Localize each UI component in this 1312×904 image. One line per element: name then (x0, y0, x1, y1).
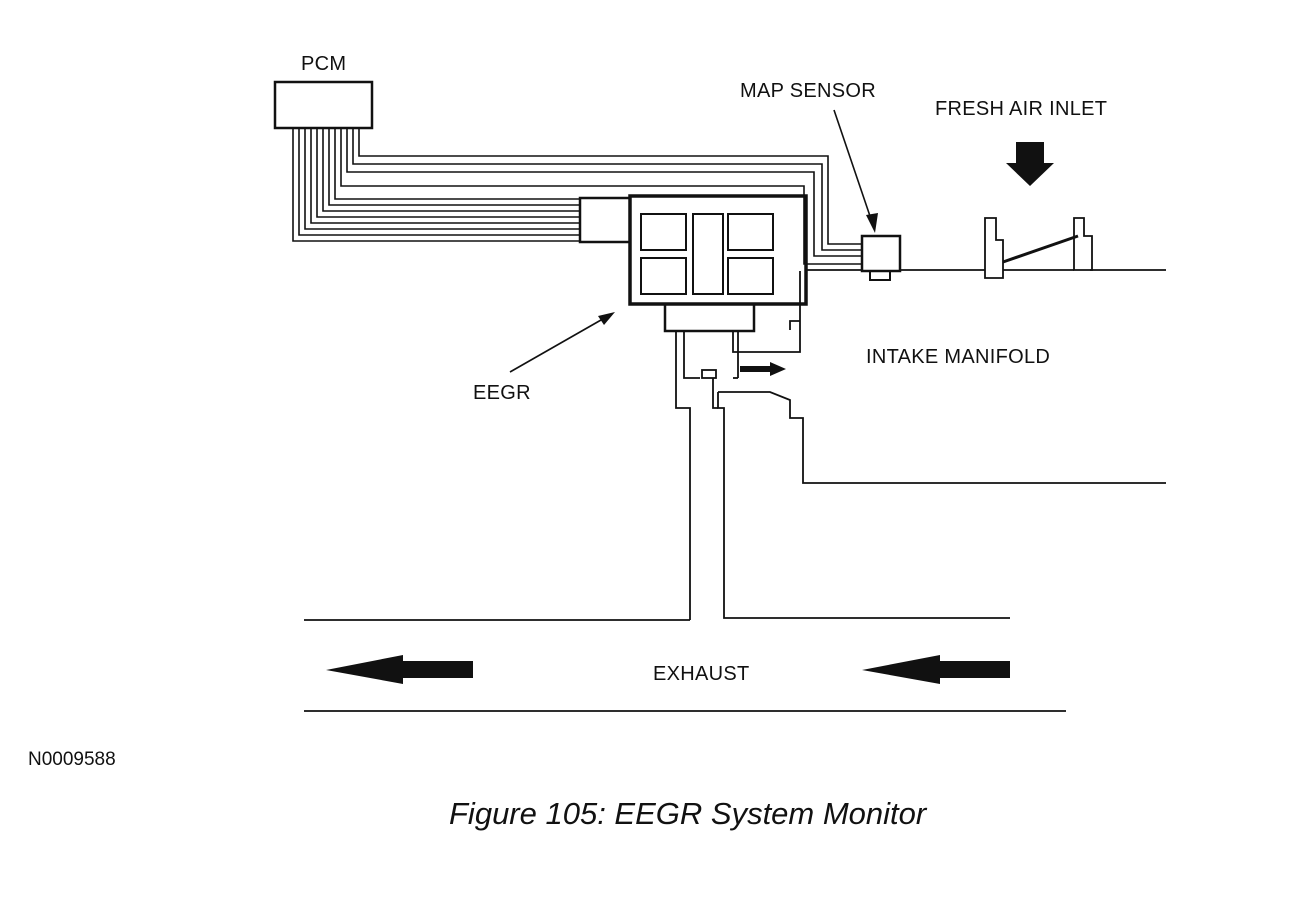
eegr-valve (628, 194, 808, 333)
eegr-connector (578, 196, 632, 244)
pcm-label: PCM (301, 53, 347, 75)
pcm-wire-harness (292, 128, 862, 265)
leader-lines (509, 109, 873, 373)
pcm-module (273, 80, 374, 130)
map-leader-arrowhead (866, 213, 878, 233)
exhaust-pipe (304, 619, 1066, 712)
map-sensor-label: MAP SENSOR (740, 80, 876, 102)
eegr-label: EEGR (473, 382, 531, 404)
exhaust-arrow-right-icon (862, 655, 1010, 684)
reference-id: N0009588 (28, 749, 116, 770)
throttle-body (984, 217, 1093, 279)
fresh-air-inlet-label: FRESH AIR INLET (935, 98, 1108, 120)
exhaust-label: EXHAUST (653, 663, 750, 685)
map-sensor (860, 234, 902, 281)
egr-flow-arrow-icon (740, 362, 786, 376)
figure-caption: Figure 105: EEGR System Monitor (449, 796, 927, 831)
intake-manifold-label: INTAKE MANIFOLD (866, 346, 1051, 368)
eegr-leader-arrowhead (598, 312, 615, 325)
fresh-air-arrow-icon (1006, 142, 1054, 186)
exhaust-arrow-left-icon (326, 655, 473, 684)
eegr-exhaust-pipe (675, 271, 1166, 620)
